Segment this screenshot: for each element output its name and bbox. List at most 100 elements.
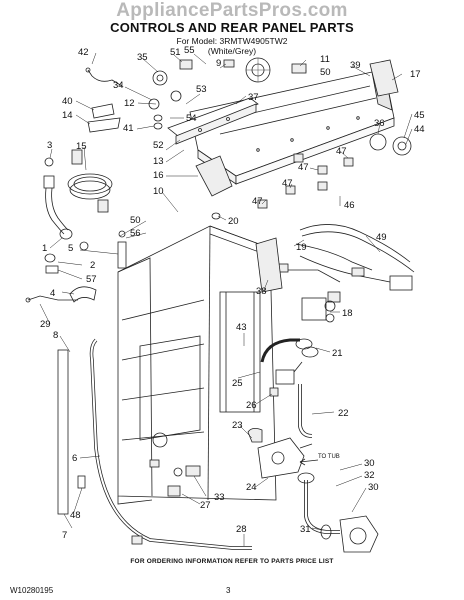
callout-30: 30 <box>364 458 375 469</box>
callout-numbers: 42 35 51 55 9 11 50 39 17 34 53 37 40 12… <box>40 45 425 541</box>
bracket-40 <box>91 103 115 119</box>
fill-tube <box>298 384 313 438</box>
callout-41: 41 <box>123 123 134 134</box>
callout-56: 56 <box>130 228 141 239</box>
callout-1: 1 <box>42 243 47 254</box>
pump-outlet-hose <box>297 472 340 540</box>
switch-2 <box>179 59 193 70</box>
console-end-cap <box>195 155 233 197</box>
callout-51: 51 <box>170 47 181 58</box>
water-valve <box>301 297 336 323</box>
wire-29 <box>25 295 78 303</box>
callout-30: 30 <box>368 482 379 493</box>
callout-13: 13 <box>153 156 164 167</box>
knob-small <box>170 90 182 102</box>
callout-24: 24 <box>246 482 257 493</box>
knob-right <box>369 133 412 156</box>
hose-clamp-small <box>77 459 201 545</box>
inlet-hose-fitting <box>43 175 69 235</box>
callout-15: 15 <box>76 141 87 152</box>
callout-43: 43 <box>236 322 247 333</box>
callout-42: 42 <box>78 47 89 58</box>
callout-32: 32 <box>364 470 375 481</box>
valve-fitting <box>269 361 303 397</box>
callout-36: 36 <box>374 118 385 129</box>
harness-bracket <box>255 237 283 293</box>
callout-40: 40 <box>62 96 73 107</box>
callout-48: 48 <box>70 510 81 521</box>
callout-9: 9 <box>216 58 221 69</box>
callout-8: 8 <box>53 330 58 341</box>
callout-35: 35 <box>137 52 148 63</box>
callout-14: 14 <box>62 110 73 121</box>
drain-pump <box>247 428 313 479</box>
to-tub-label: TO TUB <box>318 454 340 460</box>
callout-18: 18 <box>342 308 353 319</box>
callout-53: 53 <box>196 84 207 95</box>
callout-50: 50 <box>130 215 141 226</box>
hose-bracket-4 <box>69 286 97 303</box>
cord-clip-5 <box>117 230 127 269</box>
callout-26: 26 <box>246 400 257 411</box>
callout-29: 29 <box>40 319 51 330</box>
drain-hose <box>89 338 252 550</box>
callout-27: 27 <box>200 500 211 511</box>
ordering-note: FOR ORDERING INFORMATION REFER TO PARTS … <box>130 558 334 565</box>
rear-panel <box>117 225 277 505</box>
callout-25: 25 <box>232 378 243 389</box>
callout-47: 47 <box>282 178 293 189</box>
washer-3 <box>44 157 54 167</box>
callout-47: 47 <box>252 196 263 207</box>
callout-57: 57 <box>86 274 97 285</box>
callout-45: 45 <box>414 110 425 121</box>
switch-small <box>223 59 235 68</box>
callout-46: 46 <box>344 200 355 211</box>
callout-49: 49 <box>376 232 387 243</box>
knob-dial <box>152 70 168 86</box>
callout-37: 37 <box>248 92 259 103</box>
callout-22: 22 <box>338 408 349 419</box>
page-title: CONTROLS AND REAR PANEL PARTS <box>110 20 354 35</box>
hose-clamps <box>44 228 89 274</box>
callout-47: 47 <box>336 146 347 157</box>
callout-4: 4 <box>50 288 55 299</box>
callout-38: 38 <box>256 286 267 297</box>
callout-33: 33 <box>214 492 225 503</box>
watermark: AppliancePartsPros.com <box>116 0 348 21</box>
callout-7: 7 <box>62 530 67 541</box>
callout-19: 19 <box>296 242 307 253</box>
pump-motor <box>339 515 379 553</box>
color-variant: (White/Grey) <box>207 46 257 56</box>
push-buttons <box>257 153 354 209</box>
model-number: For Model: 3RMTW4905TW2 <box>176 36 288 46</box>
trim-strip <box>57 349 69 515</box>
wire-harness-small <box>85 67 123 87</box>
hose-21 <box>260 338 319 363</box>
callout-2: 2 <box>90 260 95 271</box>
callout-34: 34 <box>113 80 124 91</box>
callout-21: 21 <box>332 348 343 359</box>
callout-39: 39 <box>350 60 361 71</box>
callout-55: 55 <box>184 45 195 56</box>
callout-20: 20 <box>228 216 239 227</box>
callout-54: 54 <box>186 113 197 124</box>
callout-6: 6 <box>72 453 77 464</box>
page-number: 3 <box>226 586 231 595</box>
timer-assembly <box>245 57 271 83</box>
console-end-cap-right <box>369 59 399 97</box>
callout-11: 11 <box>320 54 330 65</box>
callout-5: 5 <box>68 243 73 254</box>
callout-31: 31 <box>300 524 311 535</box>
power-cord-assembly <box>67 149 113 213</box>
callout-44: 44 <box>414 124 425 135</box>
callout-50: 50 <box>320 67 331 78</box>
clip-14 <box>87 117 121 133</box>
leader-lines <box>39 52 413 546</box>
callout-17: 17 <box>410 69 421 80</box>
document-id: W10280195 <box>10 586 54 595</box>
console-rear-bracket <box>167 97 259 145</box>
callout-12: 12 <box>124 98 135 109</box>
callout-52: 52 <box>153 140 164 151</box>
callout-10: 10 <box>153 186 164 197</box>
